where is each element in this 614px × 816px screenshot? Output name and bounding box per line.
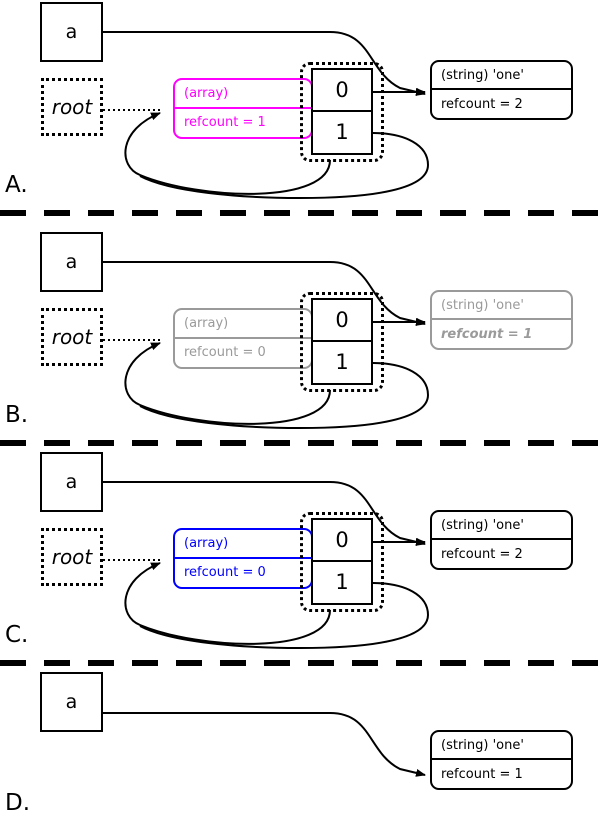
edge-a-to-string-d xyxy=(103,712,426,777)
array-cells-container-a xyxy=(300,62,384,162)
string-refcount-label-b: refcount = 1 xyxy=(441,326,533,342)
string-refcount-label-a: refcount = 2 xyxy=(441,96,523,112)
string-zval-c: (string) 'one' refcount = 2 xyxy=(430,510,573,570)
array-cell-1-a: 1 xyxy=(335,120,349,145)
array-zval-b: (array) refcount = 0 xyxy=(173,308,313,369)
panel-letter-b: B. xyxy=(5,402,29,428)
string-type-label-a: (string) 'one' xyxy=(432,62,571,90)
array-cells-b: 0 1 xyxy=(311,298,373,385)
array-zval-a: (array) refcount = 1 xyxy=(173,78,313,139)
variable-box-b: a xyxy=(40,232,103,292)
array-refcount-label-b: refcount = 0 xyxy=(184,345,266,361)
root-box-c: root xyxy=(41,528,103,586)
array-refcount-label-a: refcount = 1 xyxy=(184,115,266,131)
array-type-label-c: (array) xyxy=(175,530,311,559)
variable-box-d: a xyxy=(40,672,103,732)
panel-letter-d: D. xyxy=(5,790,31,816)
edge-cell1-loop-a xyxy=(139,164,429,200)
array-type-label-a: (array) xyxy=(175,80,311,109)
root-box-a: root xyxy=(41,78,103,136)
variable-box-c: a xyxy=(40,452,103,512)
string-type-label-d: (string) 'one' xyxy=(432,732,571,760)
array-cells-c: 0 1 xyxy=(311,518,373,605)
string-refcount-label-c: refcount = 2 xyxy=(441,546,523,562)
array-cell-0-a: 0 xyxy=(313,70,371,112)
edge-cell1-loop-c xyxy=(139,614,429,650)
panel-letter-a: A. xyxy=(5,172,28,198)
string-type-label-c: (string) 'one' xyxy=(432,512,571,540)
array-cell-0-c: 0 xyxy=(313,520,371,562)
panel-letter-c: C. xyxy=(5,622,29,648)
variable-box-a: a xyxy=(40,2,103,62)
string-zval-a: (string) 'one' refcount = 2 xyxy=(430,60,573,120)
array-refcount-label-c: refcount = 0 xyxy=(184,565,266,581)
string-refcount-label-d: refcount = 1 xyxy=(441,766,523,782)
edge-cell1-loop-b xyxy=(139,394,429,430)
string-zval-d: (string) 'one' refcount = 1 xyxy=(430,730,573,790)
array-cells-container-b xyxy=(300,292,384,392)
array-cell-0-b: 0 xyxy=(313,300,371,342)
array-cells-a: 0 1 xyxy=(311,68,373,155)
array-zval-c: (array) refcount = 0 xyxy=(173,528,313,589)
string-type-label-b: (string) 'one' xyxy=(432,292,571,320)
array-type-label-b: (array) xyxy=(175,310,311,339)
array-cell-1-b: 1 xyxy=(335,350,349,375)
array-cell-1-c: 1 xyxy=(335,570,349,595)
array-cells-container-c xyxy=(300,512,384,612)
root-box-b: root xyxy=(41,308,103,366)
string-zval-b: (string) 'one' refcount = 1 xyxy=(430,290,573,350)
